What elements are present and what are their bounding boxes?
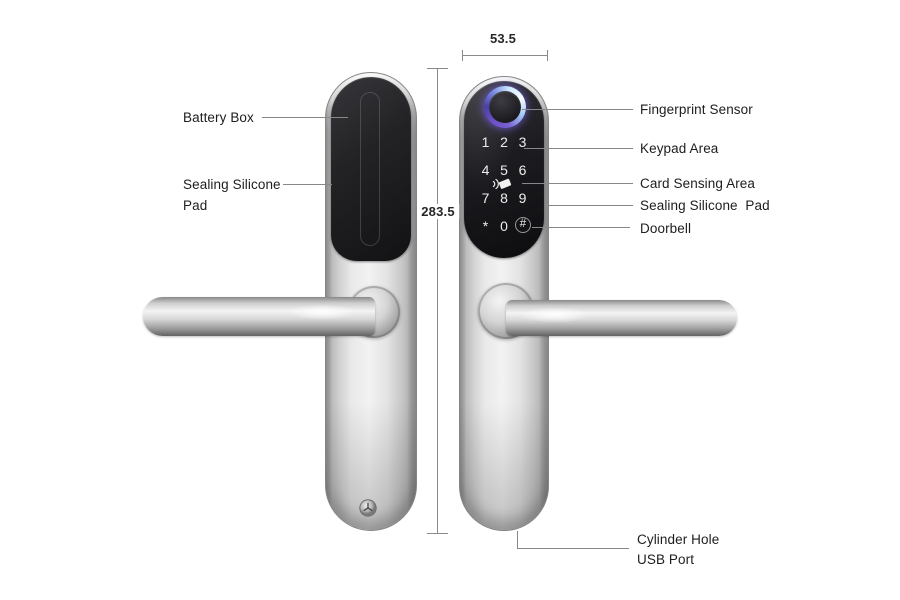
keypad-row-3: 7 8 9 xyxy=(478,190,530,206)
key-6: 6 xyxy=(518,162,527,178)
sealing-silicone-pad-left-leader-line xyxy=(283,184,332,185)
doorbell-key: # xyxy=(515,217,531,233)
keypad-row-4: * 0 # xyxy=(478,217,531,234)
key-8: 8 xyxy=(500,190,508,206)
fingerprint-sensor-icon xyxy=(484,86,526,128)
width-dimension-line xyxy=(462,55,547,56)
key-star: * xyxy=(482,218,489,234)
battery-box-cover xyxy=(331,77,411,261)
height-dimension-tick-bottom xyxy=(427,533,448,534)
card-sensing-area-label: Card Sensing Area xyxy=(640,176,756,191)
battery-box-leader-line xyxy=(262,117,348,118)
sealing-silicone-pad-left-label-line1: Sealing Silicone xyxy=(183,177,281,192)
card-wave-icon xyxy=(492,178,512,190)
height-dimension-value: 283.5 xyxy=(417,204,459,219)
fingerprint-sensor-leader-line xyxy=(522,109,633,110)
handle-highlight xyxy=(520,307,590,323)
width-dimension-tick-right xyxy=(547,50,548,61)
key-0: 0 xyxy=(500,218,508,234)
battery-box-label: Battery Box xyxy=(183,110,254,125)
height-dimension-line xyxy=(437,68,438,533)
key-4: 4 xyxy=(481,162,490,178)
key-1: 1 xyxy=(481,134,490,150)
keypad-row-1: 1 2 3 xyxy=(478,134,530,150)
right-door-handle xyxy=(506,300,737,336)
key-5: 5 xyxy=(500,162,508,178)
width-dimension-tick-left xyxy=(462,50,463,61)
battery-cover-seam xyxy=(360,92,380,246)
fingerprint-sensor-label: Fingerprint Sensor xyxy=(640,102,753,117)
cylinder-hole-label: Cylinder Hole xyxy=(637,532,720,547)
key-7: 7 xyxy=(481,190,490,206)
keypad-row-2: 4 5 6 xyxy=(478,162,530,178)
height-dimension-tick-top xyxy=(427,68,448,69)
sealing-silicone-pad-right-leader-line xyxy=(549,205,633,206)
sealing-silicone-pad-right-label: Sealing Silicone Pad xyxy=(640,198,770,213)
width-dimension-value: 53.5 xyxy=(489,31,517,46)
cylinder-hole-leader-line-horizontal xyxy=(517,548,629,549)
doorbell-label: Doorbell xyxy=(640,221,692,236)
cylinder-hole-leader-line-vertical xyxy=(517,531,518,548)
keypad-area-leader-line xyxy=(524,148,633,149)
doorbell-leader-line xyxy=(532,227,630,228)
keypad-area-label: Keypad Area xyxy=(640,141,719,156)
sealing-silicone-pad-left-label-line2: Pad xyxy=(183,198,208,213)
left-door-handle xyxy=(143,297,375,336)
usb-port-label: USB Port xyxy=(637,552,695,567)
handle-highlight xyxy=(287,304,357,320)
key-3: 3 xyxy=(518,134,527,150)
key-9: 9 xyxy=(518,190,527,206)
card-sensing-area-leader-line xyxy=(522,183,633,184)
key-2: 2 xyxy=(500,134,508,150)
fingerprint-sensor-window xyxy=(489,91,521,123)
screw-icon xyxy=(359,499,377,517)
